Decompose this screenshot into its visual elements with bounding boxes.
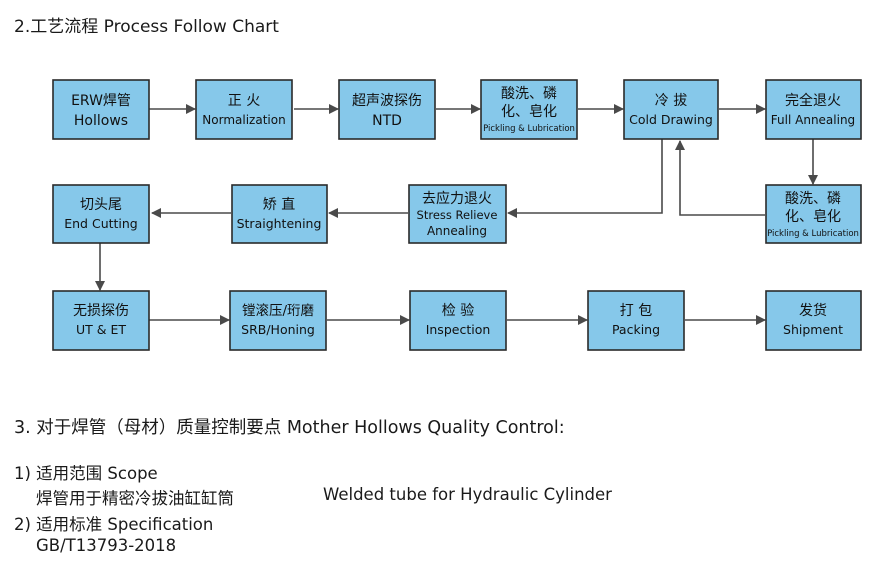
step-stress-relieve-label-en-2: Annealing [427, 224, 487, 238]
step-ut-label-en: UT & ET [76, 322, 126, 337]
step-pickling-lubrication-1: 酸洗、磷 化、皂化 Pickling & Lubrication [480, 79, 578, 140]
step-ntd-label-en: NTD [372, 113, 402, 129]
step-pickling1-label-cn-2: 化、皂化 [501, 104, 557, 120]
step-full-annealing-label-en: Full Annealing [771, 113, 855, 127]
step-ut-et: 无损探伤 UT & ET [52, 290, 150, 351]
step-shipment-label-cn: 发货 [799, 302, 827, 319]
section-2-title: 2.工艺流程 Process Follow Chart [14, 17, 279, 37]
step-shipment-label-en: Shipment [783, 322, 843, 337]
step-ntd-label-cn: 超声波探伤 [352, 93, 422, 109]
scope-label: 1) 适用范围 Scope [14, 464, 158, 483]
step-ut-label-cn: 无损探伤 [73, 303, 129, 319]
step-full-annealing-label-cn: 完全退火 [785, 92, 841, 109]
step-end-cutting-label-cn: 切头尾 [80, 197, 122, 213]
step-erw-label-en: Hollows [74, 113, 128, 129]
step-packing-label-en: Packing [612, 322, 660, 337]
scope-value-en: Welded tube for Hydraulic Cylinder [323, 485, 612, 504]
arrow-pickling2-to-cold-drawing [675, 140, 765, 216]
step-cold-drawing-label-cn: 冷 拔 [655, 93, 687, 109]
section-3-title: 3. 对于焊管（母材）质量控制要点 Mother Hollows Quality… [14, 418, 565, 438]
step-pickling2-label-cn-1: 酸洗、磷 [785, 191, 841, 207]
step-stress-relieve-label-cn: 去应力退火 [422, 190, 492, 207]
step-end-cutting-label-en: End Cutting [64, 216, 138, 231]
step-packing: 打 包 Packing [587, 290, 685, 351]
spec-value: GB/T13793-2018 [36, 536, 177, 555]
step-straightening-label-en: Straightening [237, 216, 322, 231]
process-flow-chart: ERW焊管 Hollows 正 火 Normalization 超声波探伤 NT… [52, 79, 862, 351]
step-srb-honing: 镗滚压/珩磨 SRB/Honing [229, 290, 327, 351]
step-erw-label-cn: ERW焊管 [71, 93, 131, 109]
step-ntd: 超声波探伤 NTD [338, 79, 436, 140]
step-shipment: 发货 Shipment [765, 290, 862, 351]
step-normalization: 正 火 Normalization [195, 79, 293, 140]
step-erw-hollows: ERW焊管 Hollows [52, 79, 150, 140]
step-inspection-label-cn: 检 验 [442, 303, 474, 319]
spec-label: 2) 适用标准 Specification [14, 515, 214, 534]
step-stress-relieve-label-en-1: Stress Relieve [417, 208, 498, 222]
step-inspection-label-en: Inspection [426, 322, 491, 337]
step-pickling2-label-en: Pickling & Lubrication [767, 229, 859, 239]
step-straightening: 矫 直 Straightening [231, 184, 328, 244]
step-srb-label-en: SRB/Honing [241, 322, 315, 337]
step-stress-relieve-annealing: 去应力退火 Stress Relieve Annealing [408, 184, 507, 244]
step-pickling1-label-en: Pickling & Lubrication [483, 124, 575, 134]
step-normalization-label-en: Normalization [202, 113, 285, 127]
step-pickling1-label-cn-1: 酸洗、磷 [501, 86, 557, 102]
step-cold-drawing: 冷 拔 Cold Drawing [623, 79, 719, 140]
arrow-cold-drawing-to-stress-relieve [507, 139, 663, 218]
step-straightening-label-cn: 矫 直 [263, 196, 295, 213]
step-srb-label-cn: 镗滚压/珩磨 [242, 302, 315, 319]
step-pickling-lubrication-2: 酸洗、磷 化、皂化 Pickling & Lubrication [765, 184, 862, 244]
step-end-cutting: 切头尾 End Cutting [52, 184, 150, 244]
step-normalization-label-cn: 正 火 [228, 93, 260, 109]
step-pickling2-label-cn-2: 化、皂化 [785, 209, 841, 225]
step-packing-label-cn: 打 包 [620, 302, 652, 319]
step-full-annealing: 完全退火 Full Annealing [765, 79, 862, 140]
scope-value-cn: 焊管用于精密冷拔油缸缸筒 [36, 489, 234, 508]
step-cold-drawing-label-en: Cold Drawing [629, 112, 713, 127]
step-inspection: 检 验 Inspection [409, 290, 507, 351]
